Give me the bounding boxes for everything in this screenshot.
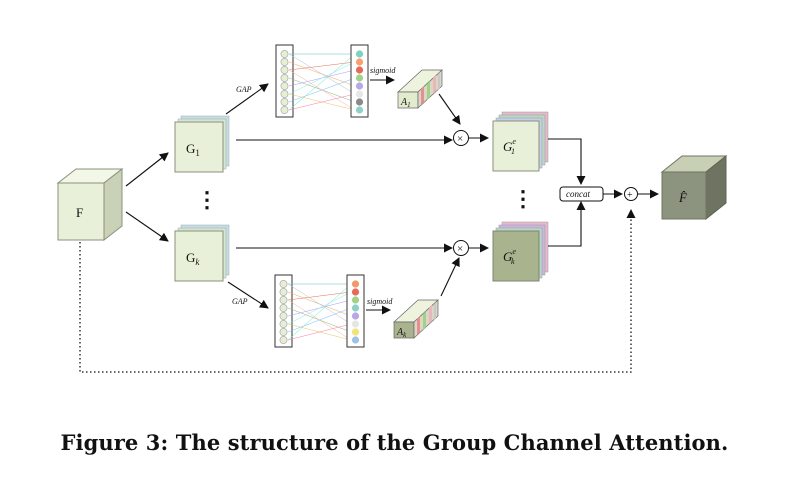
gap-label-top: GAP: [236, 85, 252, 94]
svg-text:×: ×: [457, 243, 463, 255]
residual-connection: [79, 209, 636, 373]
arrow-attn-to-mult-bottom: [440, 257, 460, 297]
attn-first-label: A: [400, 97, 408, 108]
gap-label-bottom: GAP: [232, 297, 248, 306]
group-first-sub: 1: [195, 148, 200, 158]
arrow-gk-to-gap: [227, 281, 269, 309]
arrow-f-to-g1: [125, 152, 169, 187]
svg-text:A1: A1: [400, 97, 411, 109]
arrow-attn-to-mult-top: [438, 93, 461, 125]
svg-text:G1: G1: [186, 141, 200, 158]
group-channel-attention-diagram: F G1 Gk ⋮ GAP: [56, 44, 728, 373]
group-cube-first: G1: [174, 115, 230, 173]
output-cube: F̂: [660, 154, 728, 221]
enh-last-sup: e: [512, 247, 516, 256]
enh-first-label: G: [503, 139, 513, 154]
attention-vector-bottom: Ak: [393, 299, 439, 339]
group-ellipsis: ⋮: [196, 187, 218, 212]
enhanced-ellipsis: ⋮: [512, 186, 534, 211]
multiply-node-bottom: ×: [453, 240, 469, 256]
svg-text:Gk: Gk: [186, 250, 200, 267]
add-node: +: [624, 187, 638, 201]
svg-text:Gek: Gek: [503, 247, 516, 266]
figure-caption: Figure 3: The structure of the Group Cha…: [60, 430, 729, 455]
attention-vector-top: A1: [397, 69, 443, 109]
svg-text:+: +: [627, 190, 633, 201]
attn-first-sub: 1: [407, 101, 411, 109]
concat-node: concat: [559, 186, 604, 202]
input-label: F: [76, 205, 83, 220]
multiply-node-top: ×: [453, 130, 469, 146]
channel-weights-bottom: [346, 274, 365, 348]
group-last-label: G: [186, 250, 195, 265]
arrow-g1-to-gap: [225, 83, 269, 115]
input-cube: F: [56, 167, 124, 242]
enh-first-sup: e: [512, 137, 516, 146]
concat-label: concat: [566, 189, 590, 199]
fc-connections-top: [288, 53, 356, 111]
sigmoid-label-bottom: sigmoid: [367, 297, 393, 306]
enh-last-label: G: [503, 249, 513, 264]
gap-vector-top: [275, 44, 294, 118]
line-enh-last-to-concat: [548, 201, 586, 247]
svg-text:×: ×: [457, 133, 463, 145]
channel-weights-top: [350, 44, 369, 118]
output-label: F̂: [678, 190, 688, 205]
arrow-f-to-gk: [125, 211, 169, 242]
attn-last-sub: k: [403, 331, 407, 339]
svg-text:Ge1: Ge1: [503, 137, 516, 156]
svg-text:Ak: Ak: [396, 327, 407, 339]
sigmoid-label-top: sigmoid: [370, 66, 396, 75]
group-last-sub: k: [195, 257, 200, 267]
group-cube-last: Gk: [174, 224, 230, 282]
gap-vector-bottom: [274, 274, 293, 348]
fc-connections-bottom: [287, 283, 352, 341]
enh-first-sub: 1: [511, 147, 515, 156]
group-first-label: G: [186, 141, 195, 156]
attn-last-label: A: [396, 327, 404, 338]
enh-last-sub: k: [511, 257, 515, 266]
line-enh-first-to-concat: [548, 138, 586, 185]
